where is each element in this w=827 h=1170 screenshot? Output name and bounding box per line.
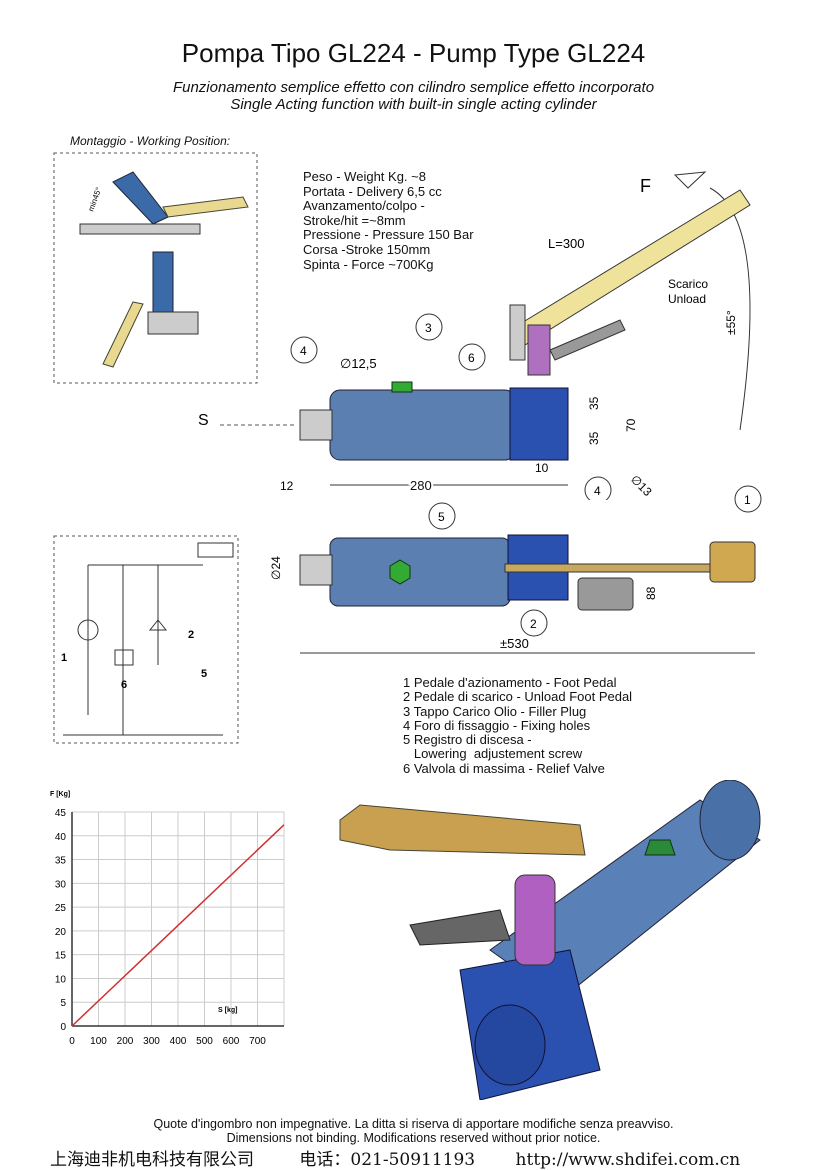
x-tick-label: 300: [143, 1036, 160, 1047]
force-chart: F [Kg] S [kg] 0 100 200 300 400 500 600 700 0 5 10…: [50, 791, 285, 1047]
subtitle-en: Single Acting function with built-in sin…: [230, 96, 597, 113]
dim-88: 88: [644, 586, 658, 600]
top-view-drawing: 5 1 2 ∅24 88 ±530: [269, 485, 762, 654]
pump-render: [339, 780, 761, 1100]
y-tick-label: 10: [55, 974, 67, 985]
disclaimer-en: Dimensions not binding. Modifications re…: [226, 1131, 601, 1145]
x-tick-label: 500: [196, 1036, 213, 1047]
dia-12-5: ∅12,5: [340, 356, 377, 371]
parts-legend: 1 Pedale d'azionamento - Foot Pedal 2 Pe…: [403, 675, 633, 776]
callout-2: 2: [530, 617, 537, 631]
dim-70: 70: [624, 418, 638, 432]
schem-1: 1: [61, 652, 67, 664]
angle-dim: ±55°: [724, 310, 738, 335]
x-tick-label: 100: [90, 1036, 107, 1047]
dim-35a: 35: [587, 396, 601, 410]
schem-2: 2: [188, 629, 194, 641]
y-tick-label: 40: [55, 832, 67, 843]
legend-item: 5 Registro di discesa -: [403, 732, 532, 748]
y-tick-label: 20: [55, 927, 67, 938]
spec-force: Spinta - Force ~700Kg: [303, 256, 434, 272]
unload-it: Scarico: [668, 277, 708, 291]
side-view-drawing: F ±55° L=300 Scarico Unload S ∅12,5 3 4 …: [198, 171, 751, 500]
x-tick-label: 700: [249, 1036, 266, 1047]
y-axis-label: F [Kg]: [50, 791, 70, 798]
schem-6: 6: [121, 679, 127, 691]
callout-1: 1: [744, 493, 751, 507]
y-tick-label: 45: [55, 808, 67, 819]
x-axis-label: S [kg]: [218, 1007, 237, 1014]
dia-24: ∅24: [269, 556, 283, 580]
legend-item: 2 Pedale di scarico - Unload Foot Pedal: [403, 689, 633, 705]
callout-6: 6: [468, 351, 475, 365]
dim-10: 10: [535, 461, 549, 475]
working-position-label: Montaggio - Working Position:: [70, 134, 231, 148]
y-tick-label: 30: [55, 879, 67, 890]
legend-item: 1 Pedale d'azionamento - Foot Pedal: [403, 675, 617, 690]
y-tick-label: 0: [60, 1022, 66, 1033]
y-tick-label: 15: [55, 951, 67, 962]
company-info: 上海迪非机电科技有限公司 电话：021-50911193 http://www.…: [50, 1145, 740, 1170]
dim-280: 280: [410, 478, 432, 493]
subtitle-it: Funzionamento semplice effetto con cilin…: [172, 79, 655, 96]
company-name: 上海迪非机电科技有限公司: [50, 1150, 254, 1170]
callout-3: 3: [425, 321, 432, 335]
dim-530: ±530: [500, 636, 529, 651]
s-label: S: [198, 412, 209, 429]
legend-item: 4 Foro di fissaggio - Fixing holes: [403, 717, 591, 733]
spec-weight: Peso - Weight Kg. ~8: [303, 169, 426, 184]
x-tick-label: 400: [170, 1036, 187, 1047]
x-tick-label: 600: [223, 1036, 240, 1047]
spec-stroke: Corsa -Stroke 150mm: [303, 241, 431, 257]
spec-stroke-hit: Stroke/hit =~8mm: [303, 212, 406, 228]
spec-pressure: Pressione - Pressure 150 Bar: [303, 227, 474, 243]
y-tick-label: 35: [55, 856, 67, 867]
legend-item: 6 Valvola di massima - Relief Valve: [403, 760, 605, 776]
angle-label: min45°: [86, 186, 103, 213]
series-line: [71, 824, 285, 1027]
spec-stroke-label: Avanzamento/colpo -: [303, 198, 425, 214]
company-url: http://www.shdifei.com.cn: [515, 1150, 741, 1170]
working-position-drawing: min45°: [53, 152, 258, 384]
specifications: Peso - Weight Kg. ~8 Portata - Delivery …: [303, 169, 474, 272]
x-tick-label: 200: [117, 1036, 134, 1047]
callout-4: 4: [300, 344, 307, 358]
spec-delivery: Portata - Delivery 6,5 cc: [303, 183, 442, 199]
callout-4b: 4: [594, 484, 601, 498]
dim-35b: 35: [587, 431, 601, 445]
force-label: F: [640, 176, 651, 196]
callout-5: 5: [438, 510, 445, 524]
y-tick-label: 5: [60, 998, 66, 1009]
hydraulic-schematic: 1 2 5 6: [53, 535, 239, 744]
company-phone: 电话：021-50911193: [299, 1150, 476, 1170]
schem-5: 5: [201, 668, 207, 680]
lever-length: L=300: [548, 236, 585, 251]
page-title: Pompa Tipo GL224 - Pump Type GL224: [181, 38, 646, 68]
disclaimer-it: Quote d'ingombro non impegnative. La dit…: [153, 1117, 674, 1131]
unload-en: Unload: [668, 292, 706, 306]
legend-item: Lowering adjustement screw: [403, 746, 583, 762]
x-tick-label: 0: [69, 1036, 75, 1047]
dim-12: 12: [280, 479, 294, 493]
y-tick-label: 25: [55, 903, 67, 914]
legend-item: 3 Tappo Carico Olio - Filler Plug: [403, 703, 587, 719]
